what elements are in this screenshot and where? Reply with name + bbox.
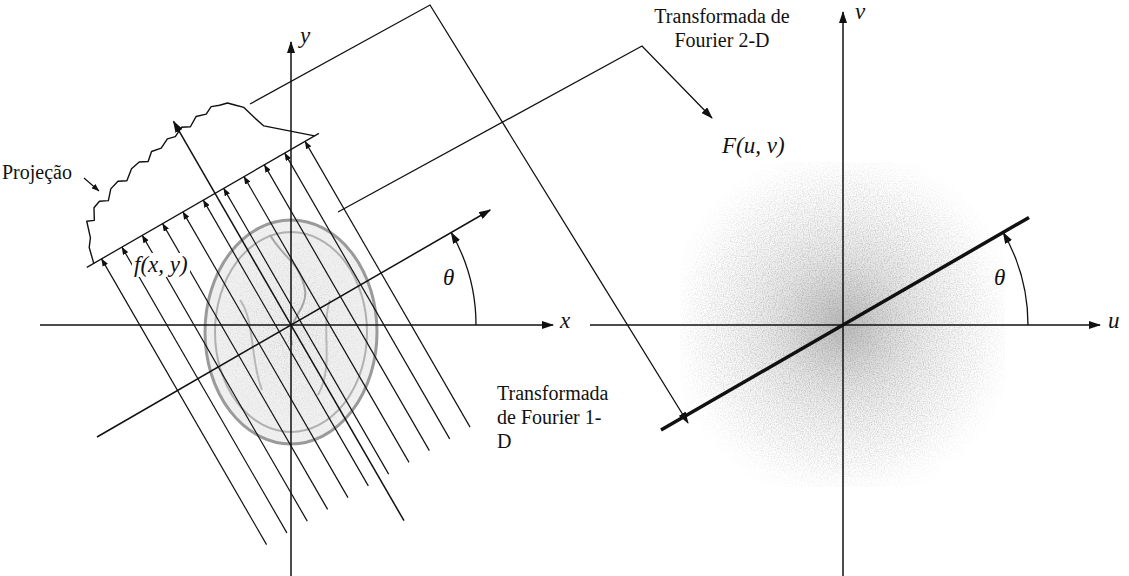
y-axis [290, 42, 292, 576]
v-axis [842, 12, 844, 576]
slice-line [661, 218, 1029, 431]
axis-label: v [855, 0, 865, 24]
annotation-text: Transformada de Fourier 2-D [642, 4, 802, 52]
projection-pointer [84, 178, 99, 191]
axis-label: y [300, 24, 310, 48]
axis-label: u [1108, 309, 1120, 333]
fourier-1d-leader [250, 5, 688, 423]
axis-label: x [560, 309, 570, 333]
fourier-2d-leader [338, 46, 712, 212]
angle-label: θ [994, 266, 1005, 290]
theta-arc [451, 233, 476, 326]
function-label: F(u, v) [722, 134, 785, 158]
angle-label: θ [443, 266, 454, 290]
theta-arc [1003, 233, 1028, 326]
projection-geometry [0, 6, 603, 576]
function-label: f(x, y) [132, 253, 190, 277]
annotation-text: Projeção [2, 160, 72, 184]
annotation-text: Transformada de Fourier 1-D [497, 381, 615, 453]
